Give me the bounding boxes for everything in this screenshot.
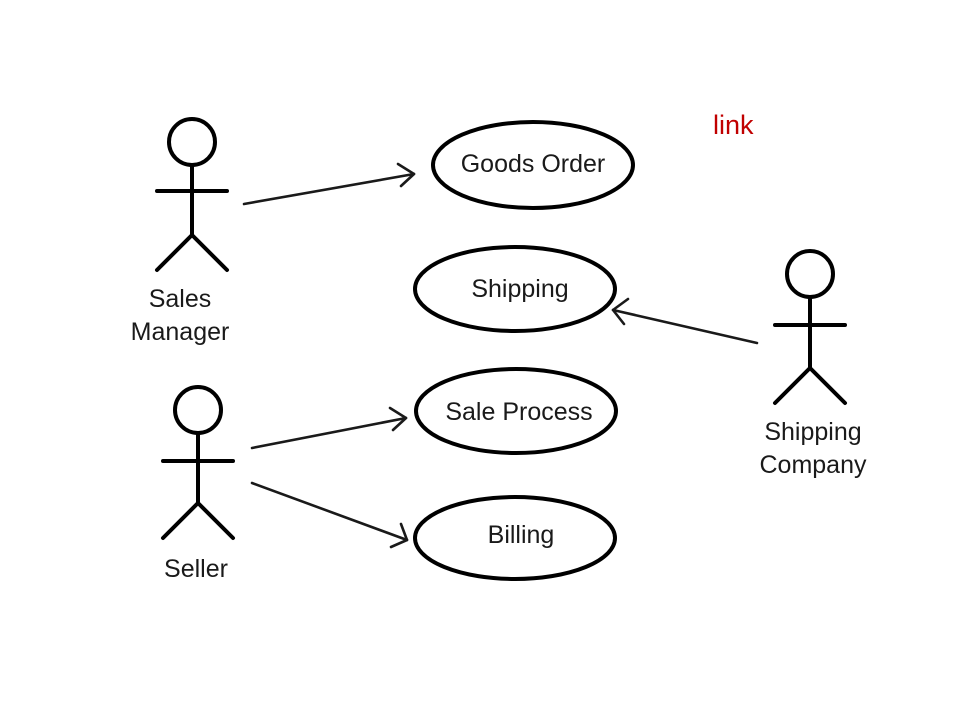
use-case-label: Sale Process <box>445 398 592 426</box>
actor-sales-manager: Sales Manager <box>131 117 230 346</box>
stick-figure-icon <box>155 117 229 272</box>
stick-figure-icon <box>161 385 235 540</box>
stick-figure-icon <box>773 249 847 405</box>
arrowhead-icon <box>389 522 409 549</box>
association-seller-billing <box>250 481 409 549</box>
arrowhead-icon <box>396 162 416 188</box>
use-case-label: Shipping <box>471 275 568 303</box>
actor-label: Seller <box>164 555 228 583</box>
association-seller-sale-process <box>250 406 408 450</box>
use-case-billing: Billing <box>413 495 617 581</box>
association-sales-manager-goods-order <box>242 162 416 206</box>
actor-label-line2: Manager <box>131 318 230 346</box>
arrowhead-icon <box>611 297 630 326</box>
link[interactable]: link <box>713 110 754 140</box>
association-shipping-company-shipping <box>611 297 759 345</box>
use-case-label: Billing <box>488 521 555 549</box>
actor-seller: Seller <box>161 385 235 583</box>
actor-shipping-company: Shipping Company <box>760 249 867 479</box>
use-case-label: Goods Order <box>461 150 606 178</box>
use-case-goods-order: Goods Order <box>431 120 635 210</box>
use-case-shipping: Shipping <box>413 245 617 333</box>
actor-label-line2: Company <box>760 451 867 479</box>
actor-label-line1: Shipping <box>764 418 861 446</box>
use-case-sale-process: Sale Process <box>414 367 618 455</box>
arrowhead-icon <box>388 406 408 432</box>
actor-label-line1: Sales <box>149 285 212 313</box>
